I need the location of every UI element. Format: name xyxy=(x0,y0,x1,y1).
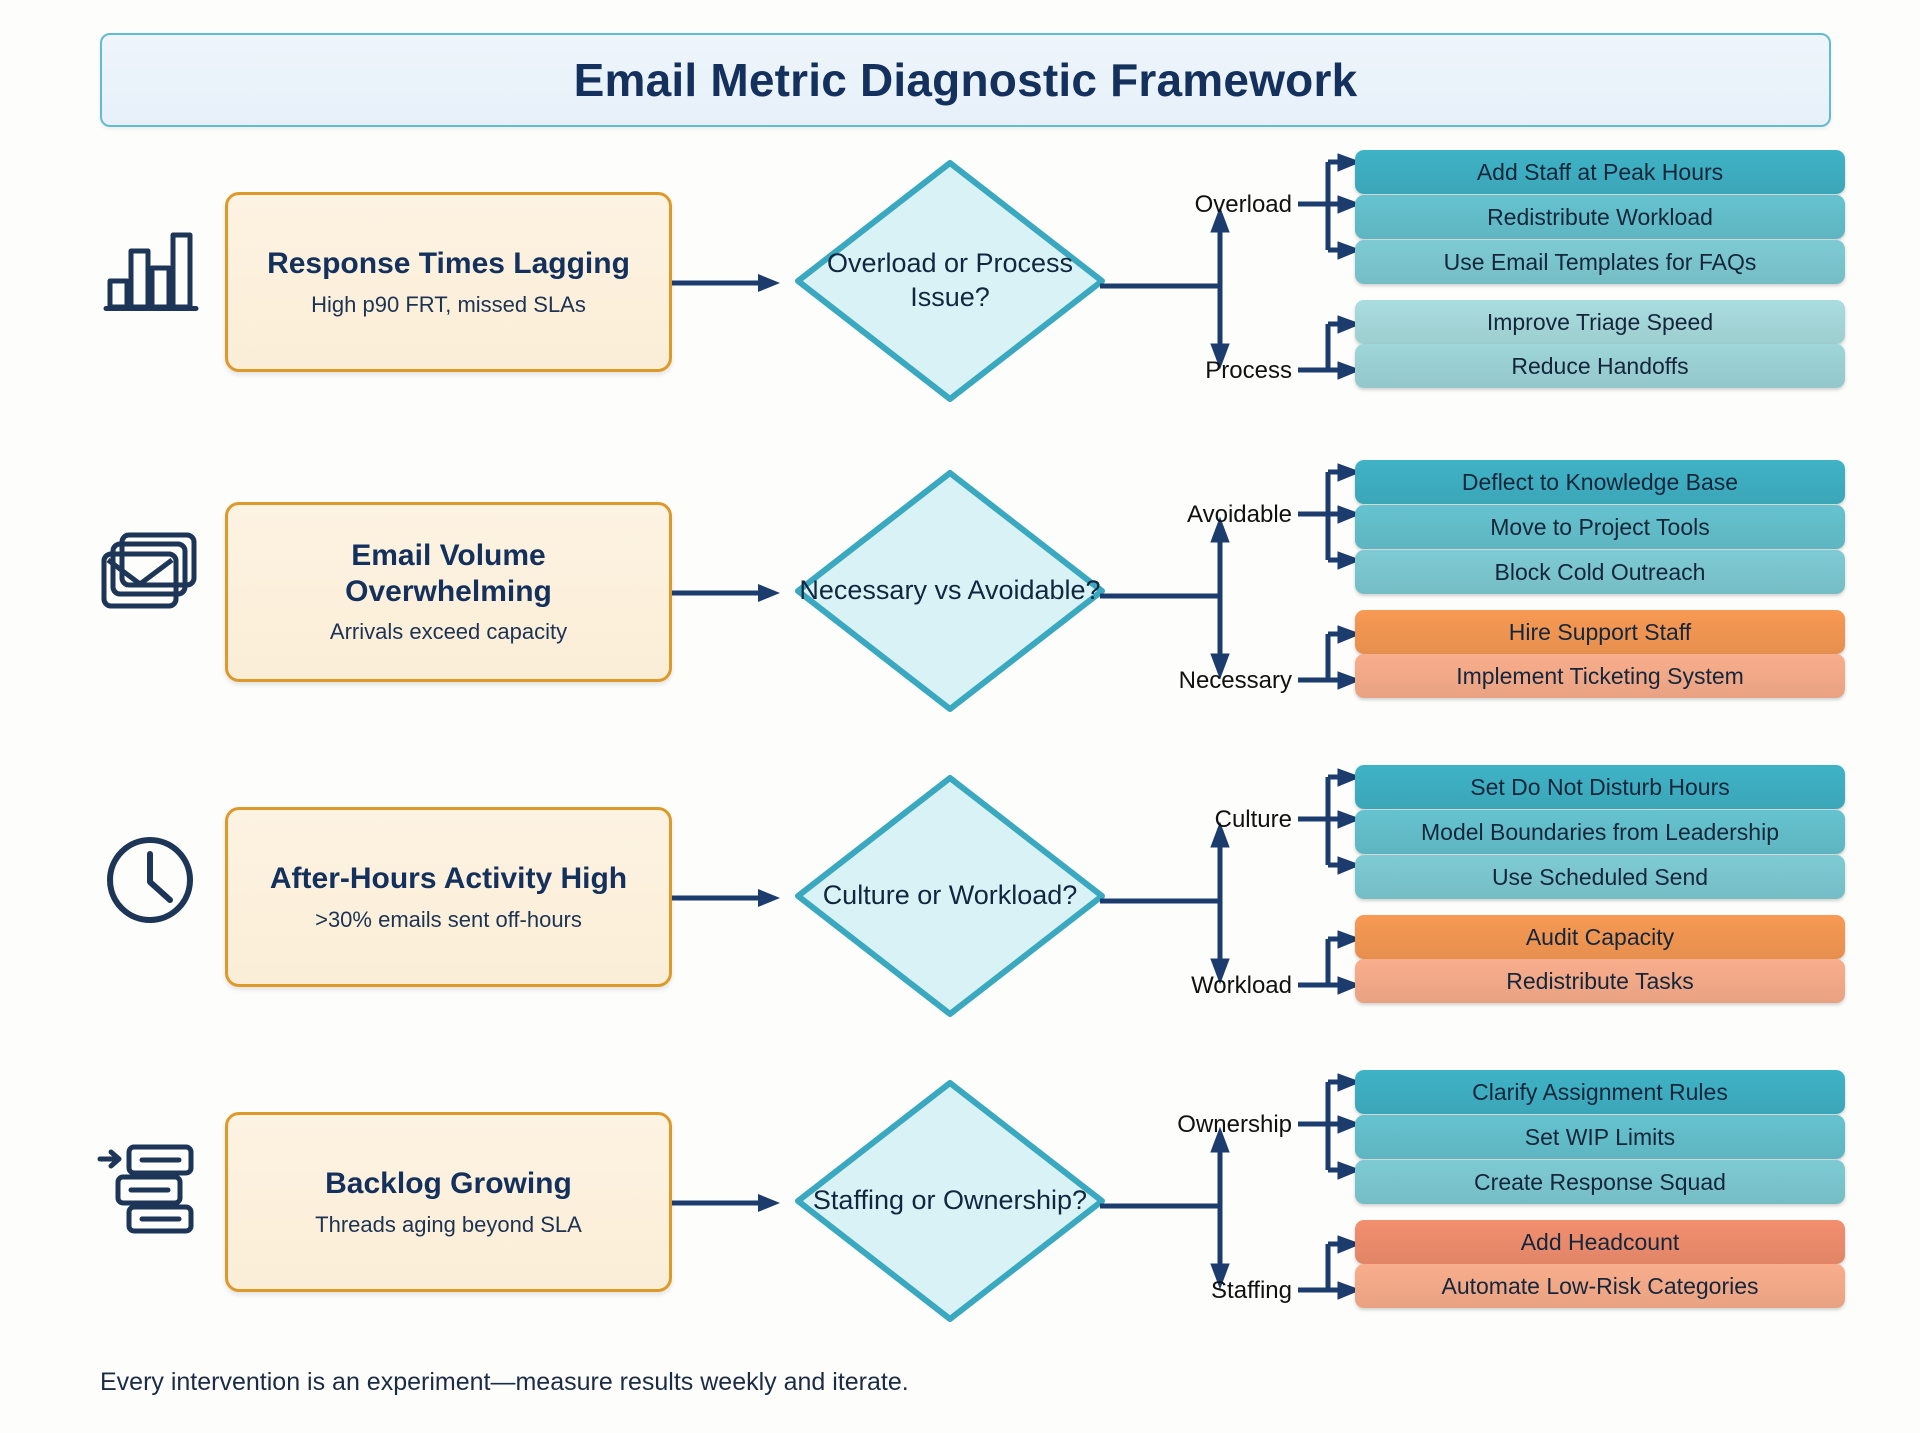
action-box[interactable]: Redistribute Workload xyxy=(1355,195,1845,239)
action-box[interactable]: Use Email Templates for FAQs xyxy=(1355,240,1845,284)
branch-label-bottom: Necessary xyxy=(1178,667,1292,694)
action-box[interactable]: Improve Triage Speed xyxy=(1355,300,1845,344)
clock-icon xyxy=(95,825,205,935)
action-box[interactable]: Set Do Not Disturb Hours xyxy=(1355,765,1845,809)
action-box[interactable]: Deflect to Knowledge Base xyxy=(1355,460,1845,504)
branch-connectors xyxy=(1100,1073,1360,1300)
page-title: Email Metric Diagnostic Framework xyxy=(573,54,1358,106)
action-box[interactable]: Clarify Assignment Rules xyxy=(1355,1070,1845,1114)
problem-subtitle: Threads aging beyond SLA xyxy=(315,1211,582,1237)
action-box[interactable]: Model Boundaries from Leadership xyxy=(1355,810,1845,854)
action-box[interactable]: Add Staff at Peak Hours xyxy=(1355,150,1845,194)
problem-title: Backlog Growing xyxy=(325,1167,572,1201)
problem-subtitle: >30% emails sent off-hours xyxy=(315,906,582,932)
decision-diamond[interactable]: Staffing or Ownership? xyxy=(790,1075,1110,1327)
emails-stack-icon xyxy=(95,520,205,630)
action-box[interactable]: Automate Low-Risk Categories xyxy=(1355,1264,1845,1308)
branch-connectors xyxy=(1100,153,1360,380)
footer-note: Every intervention is an experiment—meas… xyxy=(100,1368,909,1396)
action-box[interactable]: Reduce Handoffs xyxy=(1355,344,1845,388)
action-box[interactable]: Implement Ticketing System xyxy=(1355,654,1845,698)
branch-label-top: Overload xyxy=(1194,191,1292,218)
branch-label-top: Culture xyxy=(1214,806,1292,833)
branch-connectors xyxy=(1100,768,1360,995)
branch-label-top: Avoidable xyxy=(1187,501,1292,528)
diagram-title-banner: Email Metric Diagnostic Framework xyxy=(100,33,1831,127)
action-box[interactable]: Create Response Squad xyxy=(1355,1160,1845,1204)
decision-diamond[interactable]: Culture or Workload? xyxy=(790,770,1110,1022)
decision-diamond[interactable]: Overload or Process Issue? xyxy=(790,155,1110,407)
action-box[interactable]: Audit Capacity xyxy=(1355,915,1845,959)
diagnostic-row: Backlog Growing Threads aging beyond SLA… xyxy=(0,1070,1920,1330)
arrow-problem-to-decision xyxy=(672,274,780,292)
diagnostic-row: Response Times Lagging High p90 FRT, mis… xyxy=(0,150,1920,410)
backlog-icon xyxy=(95,1130,205,1240)
action-box[interactable]: Move to Project Tools xyxy=(1355,505,1845,549)
branch-label-bottom: Staffing xyxy=(1211,1277,1292,1304)
problem-card[interactable]: After-Hours Activity High >30% emails se… xyxy=(225,807,672,987)
bar-chart-icon xyxy=(95,210,205,320)
action-box[interactable]: Hire Support Staff xyxy=(1355,610,1845,654)
branch-label-bottom: Workload xyxy=(1191,972,1292,999)
problem-title: After-Hours Activity High xyxy=(269,862,628,896)
arrow-problem-to-decision xyxy=(672,889,780,907)
branch-connectors xyxy=(1100,463,1360,690)
decision-diamond[interactable]: Necessary vs Avoidable? xyxy=(790,465,1110,717)
problem-card[interactable]: Response Times Lagging High p90 FRT, mis… xyxy=(225,192,672,372)
problem-title: Response Times Lagging xyxy=(267,247,630,281)
arrow-problem-to-decision xyxy=(672,584,780,602)
action-box[interactable]: Block Cold Outreach xyxy=(1355,550,1845,594)
diagnostic-row: After-Hours Activity High >30% emails se… xyxy=(0,765,1920,1025)
arrow-problem-to-decision xyxy=(672,1194,780,1212)
branch-label-bottom: Process xyxy=(1205,357,1292,384)
problem-subtitle: High p90 FRT, missed SLAs xyxy=(311,291,586,317)
branch-label-top: Ownership xyxy=(1177,1111,1292,1138)
problem-card[interactable]: Email Volume Overwhelming Arrivals excee… xyxy=(225,502,672,682)
diagnostic-row: Email Volume Overwhelming Arrivals excee… xyxy=(0,460,1920,720)
problem-subtitle: Arrivals exceed capacity xyxy=(329,619,568,645)
action-box[interactable]: Set WIP Limits xyxy=(1355,1115,1845,1159)
problem-card[interactable]: Backlog Growing Threads aging beyond SLA xyxy=(225,1112,672,1292)
action-box[interactable]: Use Scheduled Send xyxy=(1355,855,1845,899)
action-box[interactable]: Add Headcount xyxy=(1355,1220,1845,1264)
action-box[interactable]: Redistribute Tasks xyxy=(1355,959,1845,1003)
problem-title: Email Volume Overwhelming xyxy=(345,539,552,608)
